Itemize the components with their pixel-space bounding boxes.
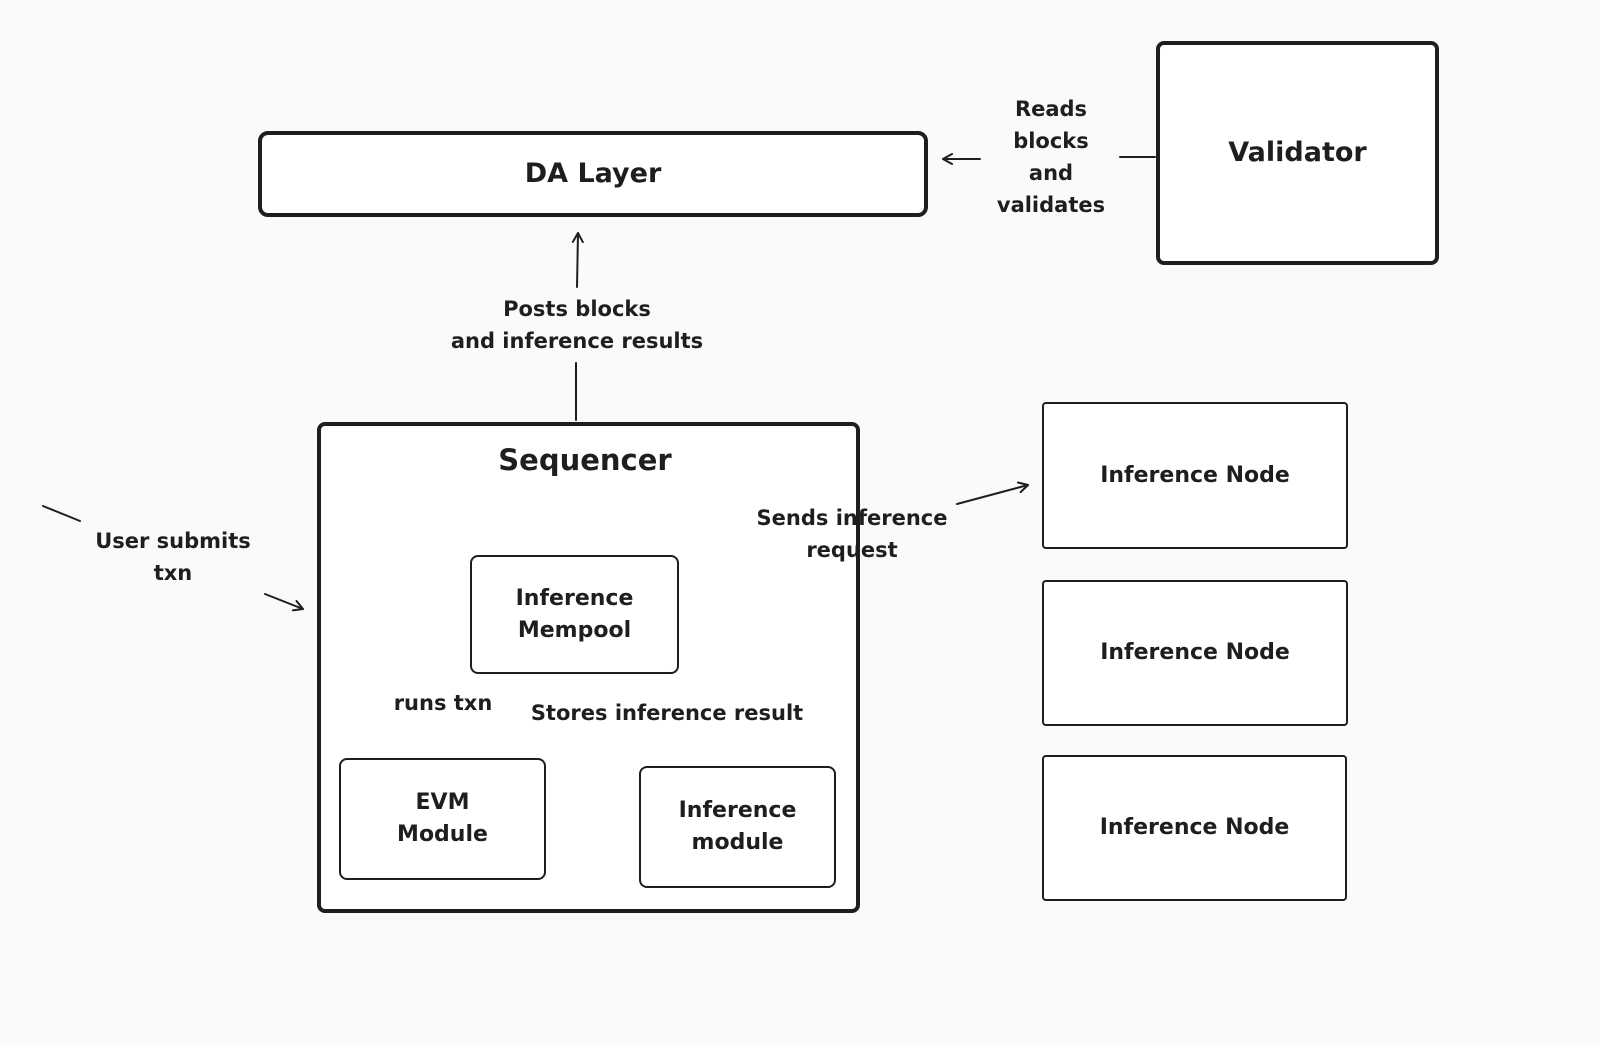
inference-node-1-box: Inference Node (1042, 402, 1348, 549)
user-to-sequencer-arrow (264, 593, 304, 612)
evm-module-label: EVM Module (397, 790, 488, 847)
inference-mempool-label: Inference Mempool (515, 585, 634, 643)
sequencer-label: Sequencer (498, 443, 672, 477)
validator-to-da-edge-label: Reads blocks and validates (996, 97, 1106, 217)
user-to-sequencer-edge-label: User submits txn (95, 529, 251, 585)
inference-module-box: Inference module (639, 766, 836, 888)
mempool-to-nodes-edge-label: Sends inference request (756, 506, 948, 562)
user-to-sequencer-line (42, 505, 81, 522)
da-layer-label: DA Layer (524, 158, 662, 189)
sequencer-to-da-edge-label: Posts blocks and inference results (450, 297, 704, 353)
mempool-to-nodes-arrow (956, 481, 1029, 505)
inference-node-3-box: Inference Node (1042, 755, 1347, 901)
inference-node-3-label: Inference Node (1099, 815, 1290, 840)
sequencer-to-da-arrow (571, 232, 584, 288)
inference-module-label: Inference module (678, 798, 797, 855)
da-layer-box: DA Layer (258, 131, 928, 217)
evm-module-box: EVM Module (339, 758, 546, 880)
validator-box: Validator (1156, 41, 1439, 265)
inference-node-2-box: Inference Node (1042, 580, 1348, 726)
inference-node-1-label: Inference Node (1100, 462, 1290, 488)
mempool-to-evm-edge-label: runs txn (393, 691, 493, 715)
inference-node-2-label: Inference Node (1100, 640, 1290, 665)
validator-label: Validator (1228, 137, 1367, 168)
mempool-to-inference-module-edge-label: Stores inference result (530, 701, 804, 725)
inference-mempool-box: Inference Mempool (470, 555, 679, 674)
